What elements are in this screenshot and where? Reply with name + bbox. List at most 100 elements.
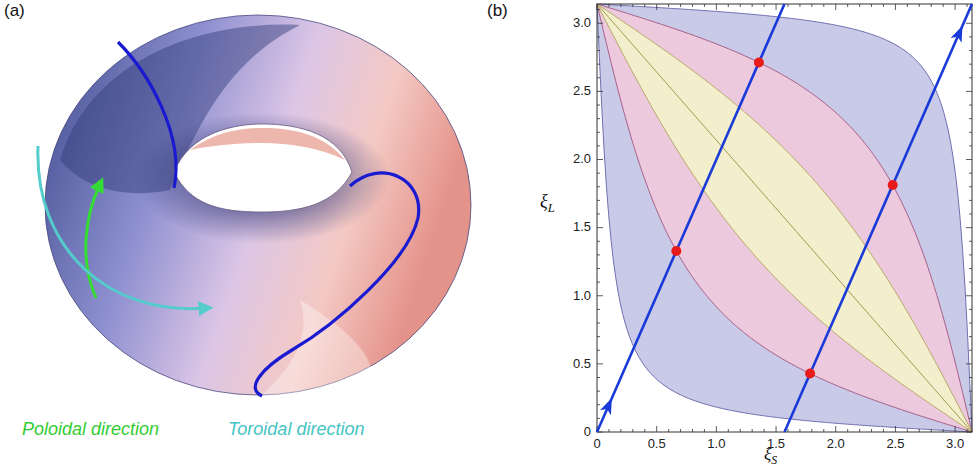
tick	[931, 429, 932, 432]
tick	[752, 429, 753, 432]
tick	[847, 429, 848, 432]
stability-region	[597, 4, 972, 432]
winding-curve	[255, 173, 418, 396]
tick	[597, 64, 600, 65]
intersection-dot	[805, 369, 815, 379]
tick	[597, 145, 600, 146]
tick	[966, 227, 972, 228]
trajectory-arrow	[600, 396, 617, 415]
trajectory-arrow	[951, 23, 968, 42]
tick	[969, 64, 972, 65]
tick	[943, 429, 944, 432]
tick	[597, 50, 600, 51]
tick	[847, 4, 848, 7]
tick	[597, 295, 603, 296]
tick	[656, 426, 657, 432]
intersection-dot	[888, 180, 898, 190]
tick	[871, 4, 872, 7]
torus-hole	[174, 124, 352, 212]
tick	[883, 4, 884, 7]
tick	[966, 295, 972, 296]
tick	[859, 4, 860, 7]
trajectory-line	[785, 4, 973, 432]
tick	[823, 4, 824, 7]
tick-label: 2.0	[827, 437, 845, 451]
tick	[859, 429, 860, 432]
tick	[680, 4, 681, 7]
tick	[752, 4, 753, 7]
tick	[969, 404, 972, 405]
tick	[969, 132, 972, 133]
tick	[597, 173, 600, 174]
trajectory-line	[597, 4, 785, 432]
tick	[811, 429, 812, 432]
tick	[799, 429, 800, 432]
tick	[740, 429, 741, 432]
tick	[764, 429, 765, 432]
tick	[597, 132, 600, 133]
tick	[931, 4, 932, 7]
tick	[969, 268, 972, 269]
tick	[597, 23, 603, 24]
tick	[716, 426, 717, 432]
tick	[969, 214, 972, 215]
tick-label: 0	[584, 425, 591, 439]
trajectories	[597, 4, 972, 432]
torus-highlight	[262, 300, 372, 395]
tick-label: 2.0	[573, 152, 591, 166]
tick	[969, 350, 972, 351]
stability-region	[597, 4, 972, 432]
tick	[919, 4, 920, 7]
tick	[895, 426, 896, 432]
tick	[632, 429, 633, 432]
tick	[955, 426, 956, 432]
tick	[597, 159, 603, 160]
tick	[969, 282, 972, 283]
winding-curve	[118, 42, 176, 188]
tick	[883, 429, 884, 432]
tick	[969, 323, 972, 324]
tick	[597, 391, 600, 392]
tick	[728, 429, 729, 432]
direction-label: Toroidal direction	[228, 420, 364, 440]
tick-label: 1.5	[573, 220, 591, 234]
tick	[969, 50, 972, 51]
tick	[597, 350, 600, 351]
tick	[969, 377, 972, 378]
tick	[692, 429, 693, 432]
tick	[969, 309, 972, 310]
inner-shade	[134, 112, 390, 244]
tick-label: 2.5	[886, 437, 904, 451]
tick	[823, 429, 824, 432]
axis-ticks	[597, 4, 972, 432]
tick	[969, 391, 972, 392]
tick	[597, 214, 600, 215]
direction-label: Poloidal direction	[22, 420, 159, 440]
tick	[969, 77, 972, 78]
tick	[644, 429, 645, 432]
panel-label: (a)	[4, 2, 25, 21]
tick	[620, 4, 621, 7]
tick	[597, 404, 600, 405]
tick-label: 0.5	[648, 437, 666, 451]
tick	[668, 429, 669, 432]
panel-label: (b)	[487, 2, 508, 21]
tick	[966, 363, 972, 364]
tick	[620, 429, 621, 432]
tick	[967, 429, 968, 432]
tick	[907, 429, 908, 432]
tick	[871, 429, 872, 432]
tick	[597, 200, 600, 201]
plot-frame	[597, 4, 972, 432]
tick-label: 1.0	[573, 289, 591, 303]
tick	[597, 4, 598, 10]
tick	[835, 426, 836, 432]
tick	[969, 36, 972, 37]
tick	[597, 309, 600, 310]
tick-label: 0	[593, 437, 600, 451]
tick	[704, 4, 705, 7]
tick	[787, 4, 788, 7]
tick	[969, 241, 972, 242]
tick	[644, 4, 645, 7]
